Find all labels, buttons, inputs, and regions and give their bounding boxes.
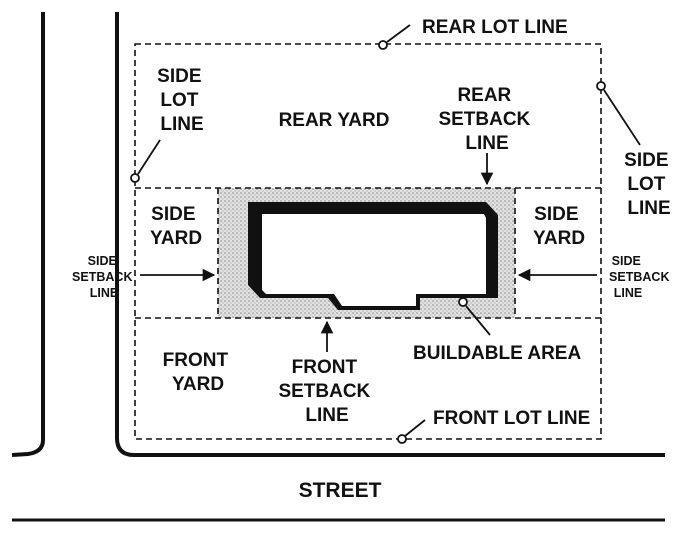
rear-lot-line-marker [378,40,388,50]
lot-boundary [134,43,602,440]
front-lot-line-label: FRONT LOT LINE [433,408,590,429]
front-setback-line-label: FRONT SETBACK LINE [278,357,375,426]
left-street-curb [11,12,45,457]
street-label: STREET [299,479,382,502]
right-side-setback-line-label: SIDE SETBACK LINE [609,254,673,300]
rear-setback-line-label: REAR SETBACK LINE [438,85,535,154]
left-side-lot-line-marker [130,173,140,183]
front-yard-label: FRONT YARD [163,350,234,395]
right-side-lot-line-marker [596,81,606,91]
front-lot-line-marker [397,434,407,444]
right-side-lot-line-label: SIDE LOT LINE [624,150,674,219]
leader-lines [130,24,641,444]
left-side-setback-line-label: SIDE SETBACK LINE [72,254,136,300]
right-side-yard-label: SIDE YARD [533,204,585,249]
near-street-curb [115,12,665,457]
rear-yard-label: REAR YARD [279,110,390,131]
buildable-area-label: BUILDABLE AREA [413,343,581,364]
left-side-yard-label: SIDE YARD [150,204,202,249]
buildable-area-marker [458,297,468,307]
rear-lot-line-label: REAR LOT LINE [422,17,568,38]
left-side-lot-line-label: SIDE LOT LINE [157,66,207,135]
setback-arrows [140,153,597,352]
building-footprint [248,202,498,310]
